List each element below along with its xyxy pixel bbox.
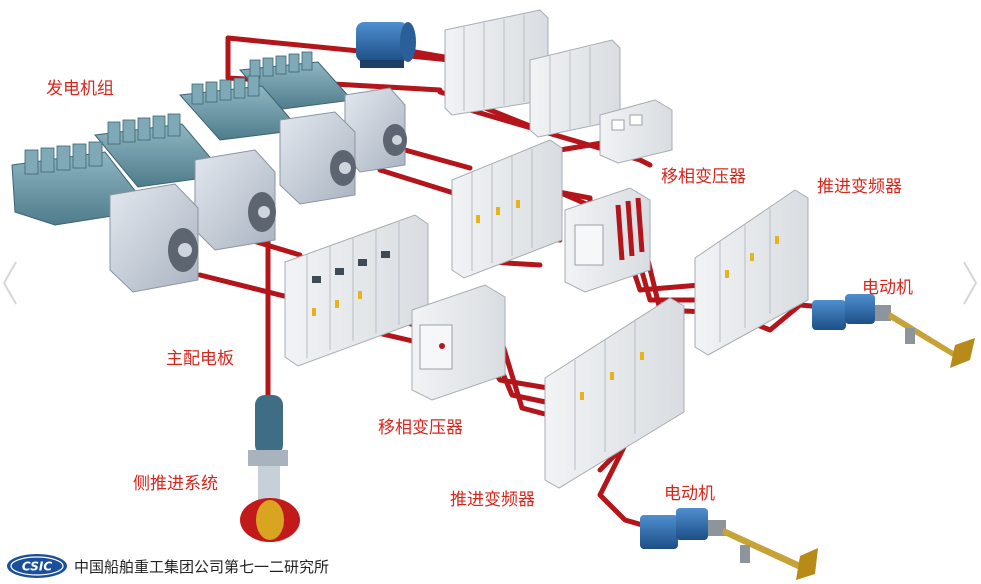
phase-shift-transformer-lower: [411, 284, 506, 401]
label-propulsion-converter-upper: 推进变频器: [817, 177, 902, 197]
auxiliary-motor: [356, 22, 416, 68]
label-motor-lower: 电动机: [664, 484, 715, 504]
main-switchboard: [284, 214, 429, 367]
label-side-thruster-system: 侧推进系统: [133, 474, 218, 494]
medium-voltage-switchboard: [451, 139, 563, 279]
label-propulsion-converter-lower: 推进变频器: [450, 490, 535, 510]
propulsion-motor-upper: [812, 294, 975, 368]
label-main-switchboard: 主配电板: [166, 349, 234, 369]
csic-logo-text: CSIC: [22, 560, 52, 574]
phase-shift-transformer-upper: [564, 187, 651, 293]
generator-4: [344, 87, 407, 173]
csic-logo: CSIC: [6, 553, 68, 579]
distribution-box: [599, 99, 673, 164]
generator-3: [279, 111, 356, 205]
generator-1: [109, 183, 199, 293]
propulsion-motor-lower: [640, 508, 818, 580]
label-phase-shift-transformer-upper: 移相变压器: [661, 167, 746, 187]
generator-sets: [11, 51, 407, 293]
label-motor-upper: 电动机: [862, 278, 913, 298]
propulsion-converter-lower: [544, 297, 685, 489]
previous-arrow-icon[interactable]: [0, 258, 22, 308]
propulsion-converter-upper: [694, 189, 809, 356]
next-arrow-icon[interactable]: [958, 258, 980, 308]
diesel-engine-3: [178, 75, 301, 141]
organization-name: 中国船舶重工集团公司第七一二研究所: [74, 558, 330, 576]
label-phase-shift-transformer-lower: 移相变压器: [378, 418, 463, 438]
side-thruster: [240, 395, 300, 542]
generator-2: [194, 149, 276, 251]
label-generator-set: 发电机组: [46, 79, 114, 99]
